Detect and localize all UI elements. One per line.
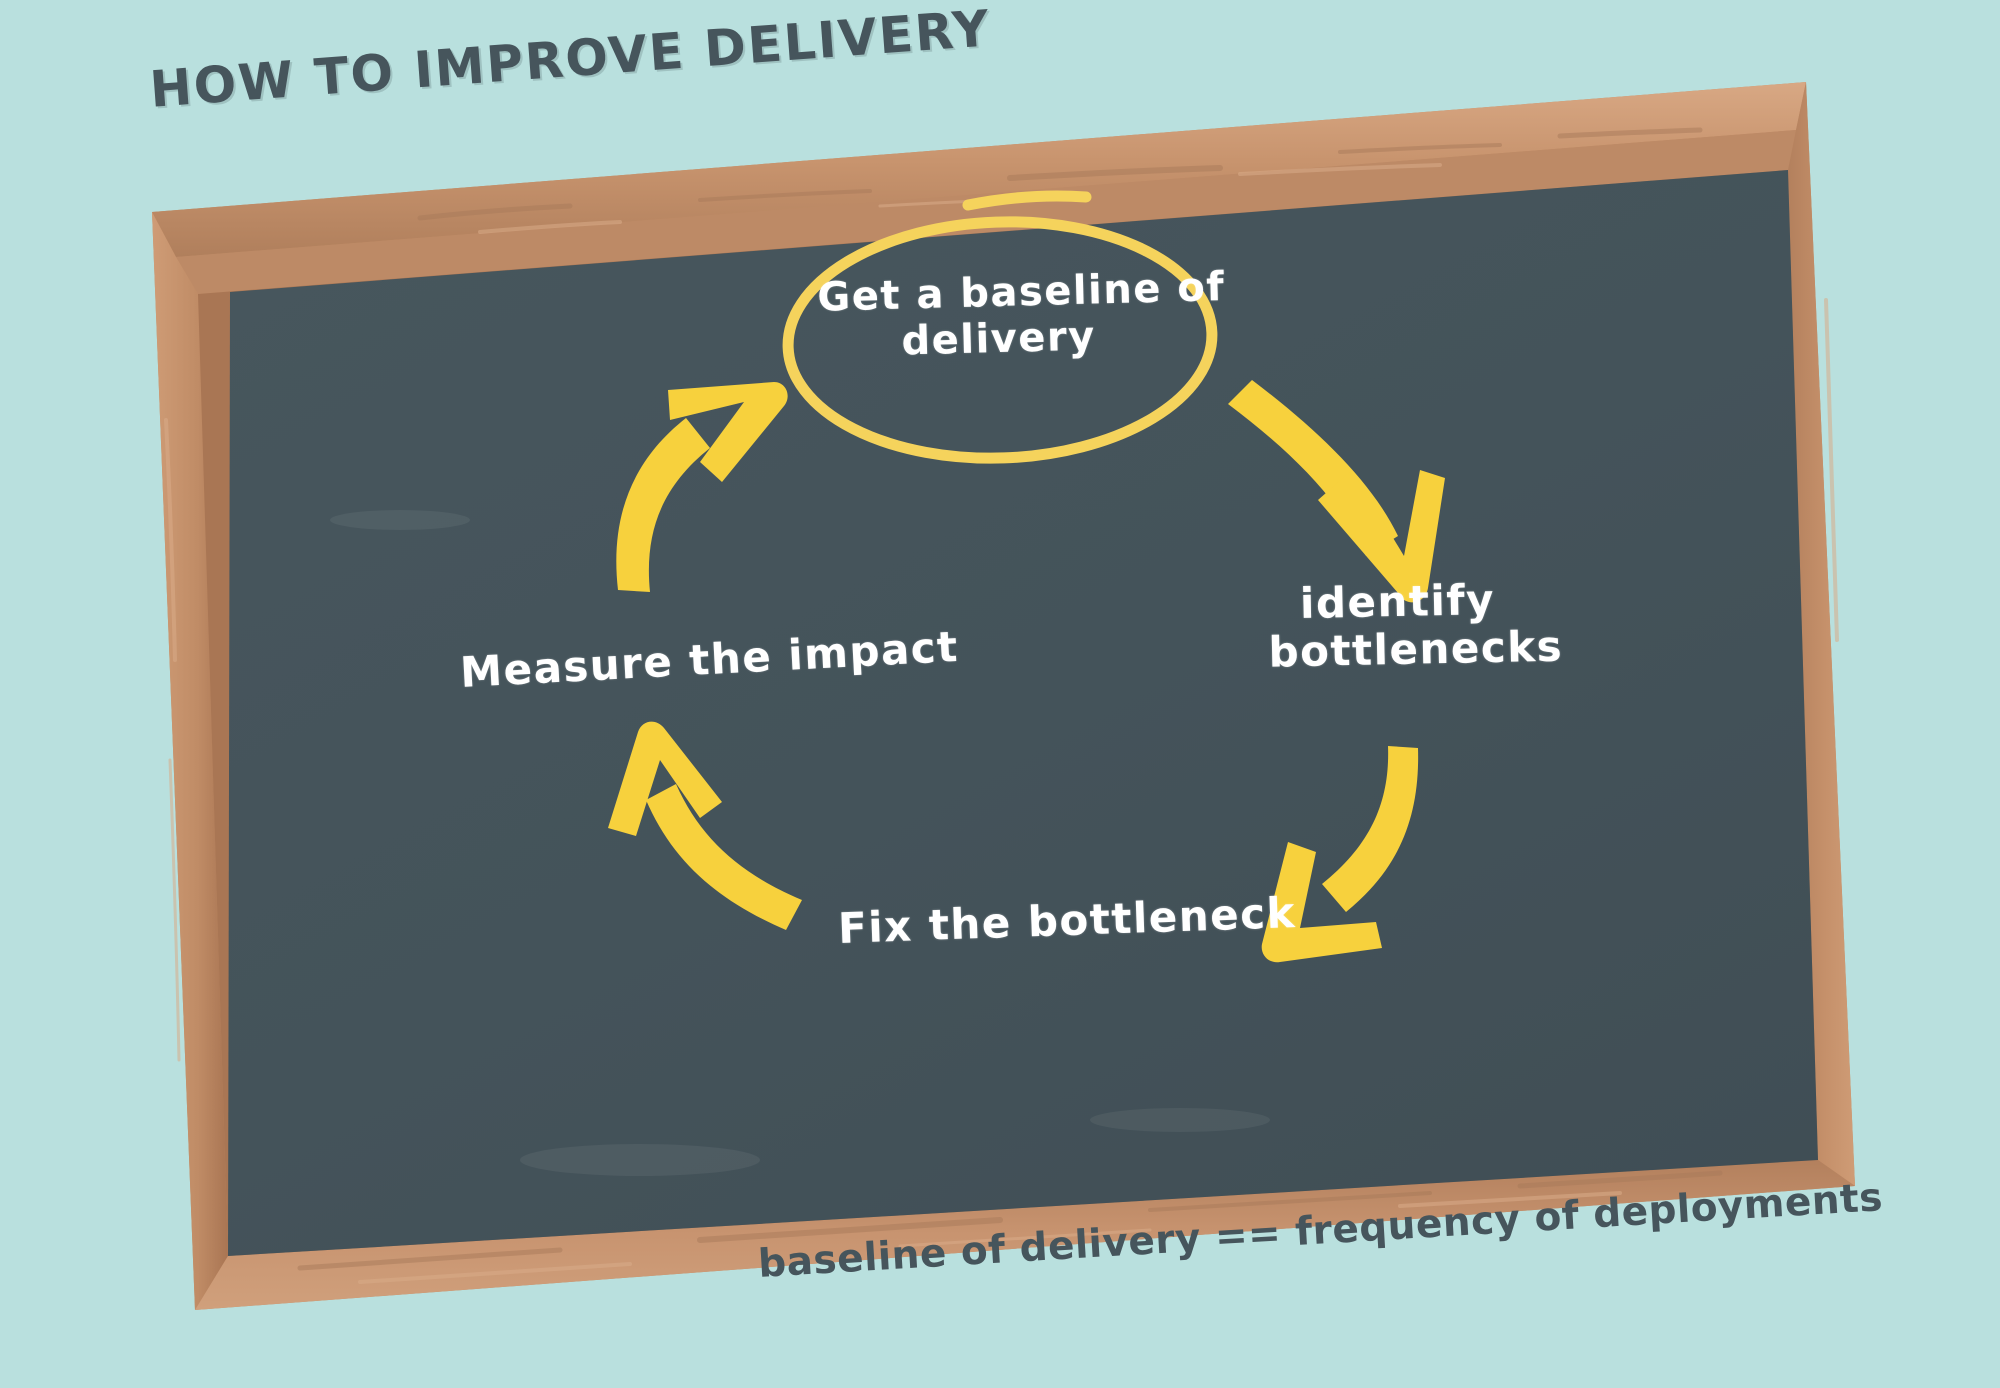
board-surface (228, 170, 1818, 1256)
cycle-node-baseline: Get a baseline of delivery (816, 264, 1226, 365)
highlight-ellipse (782, 190, 1218, 464)
arrow-fix-to-measure (608, 721, 802, 930)
arrow-measure-to-baseline (616, 382, 788, 592)
cycle-node-identify: identify bottlenecks (1268, 574, 1564, 678)
arrow-baseline-to-identify (1228, 380, 1445, 603)
arrow-identify-to-fix (1261, 746, 1419, 963)
chalk-smudges (330, 510, 1270, 1176)
